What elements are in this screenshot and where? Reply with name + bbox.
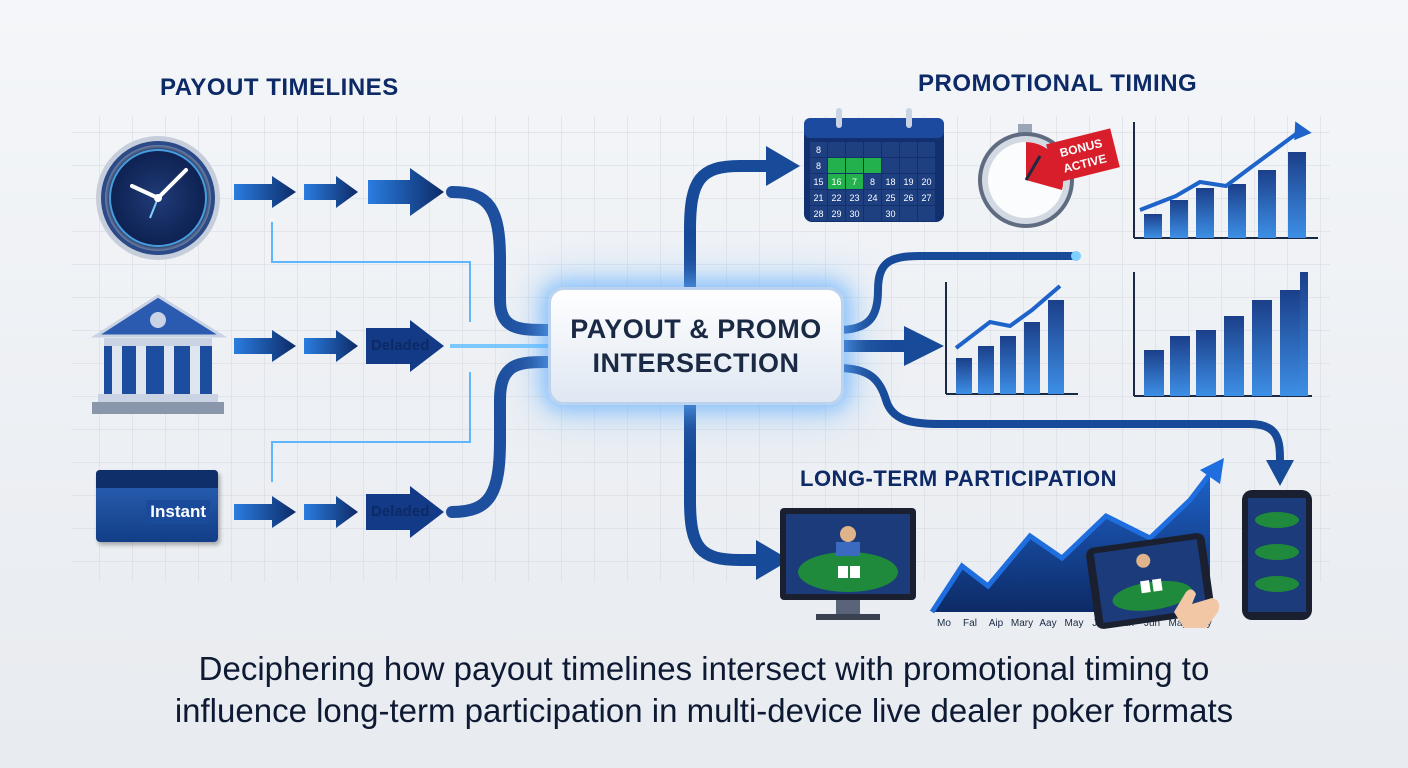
calendar-cell <box>864 142 881 157</box>
bank-icon <box>90 294 228 414</box>
calendar-day: 7 <box>852 177 857 187</box>
calendar-cell <box>810 206 827 221</box>
calendar-cell <box>918 158 935 173</box>
caption-line2: influence long-term participation in mul… <box>174 692 1234 729</box>
calendar-cell <box>900 206 917 221</box>
calendar-day: 15 <box>813 177 823 187</box>
calendar-cell <box>810 142 827 157</box>
calendar-cell <box>846 142 863 157</box>
month-label: Jun <box>1144 618 1160 629</box>
calendar-cell <box>810 174 827 189</box>
calendar-cell <box>810 190 827 205</box>
calendar-cell <box>882 206 899 221</box>
calendar-day: 8 <box>816 161 821 171</box>
row2-arrow-label: Deladed <box>371 337 430 354</box>
calendar-day: 24 <box>867 193 877 203</box>
flow-arrowheads <box>756 146 1294 580</box>
glow-dot <box>1071 251 1081 261</box>
calendar-day: 29 <box>831 209 841 219</box>
card-icon: Instant <box>96 470 218 542</box>
calendar-day: 20 <box>921 177 931 187</box>
calendar-day: 30 <box>849 209 859 219</box>
flow-lines-out <box>684 160 1284 566</box>
calendar-cell <box>846 174 863 189</box>
calendar-cell <box>864 174 881 189</box>
payout-timelines-heading: PAYOUT TIMELINES <box>160 74 399 101</box>
month-label: Mary <box>1011 618 1033 629</box>
calendar-day: 21 <box>813 193 823 203</box>
phone-icon <box>1242 490 1312 620</box>
long-term-participation-heading: LONG-TERM PARTICIPATION <box>800 466 1118 491</box>
calendar-day: 8 <box>816 145 821 155</box>
calendar-cell <box>918 206 935 221</box>
row1-arrows <box>234 168 444 216</box>
calendar-cell <box>864 190 881 205</box>
calendar-day: 16 <box>831 177 841 187</box>
calendar-cell <box>864 158 881 173</box>
hub-line2: INTERSECTION <box>592 348 800 378</box>
calendar-cell <box>846 158 863 173</box>
intersection-hub: PAYOUT & PROMO INTERSECTION <box>548 287 844 405</box>
calendar-icon: 8 8 15 16 7 8 18 19 20 21 22 23 24 25 26 27 28 29 30 30 <box>804 108 944 222</box>
calendar-cell <box>882 174 899 189</box>
calendar-cell <box>900 142 917 157</box>
card-text: Instant <box>146 500 210 524</box>
calendar-cell <box>828 206 845 221</box>
glow-connectors <box>271 222 548 482</box>
calendar-day: 27 <box>921 193 931 203</box>
calendar-cell <box>828 142 845 157</box>
calendar-cell <box>828 158 845 173</box>
tablet-icon <box>1086 533 1215 629</box>
calendar-cell <box>810 158 827 173</box>
calendar-day: 8 <box>870 177 875 187</box>
calendar-day: 26 <box>903 193 913 203</box>
month-label: May <box>1169 618 1188 629</box>
bonus-badge: BONUS ACTIVE <box>1046 128 1120 184</box>
calendar-cell <box>900 190 917 205</box>
calendar-day: 23 <box>849 193 859 203</box>
flow-lines-in <box>446 186 554 518</box>
row3-arrows <box>234 486 444 538</box>
hub-line1: PAYOUT & PROMO <box>570 314 822 344</box>
month-label: Fal <box>963 618 977 629</box>
calendar-cell <box>828 174 845 189</box>
calendar-cell <box>846 190 863 205</box>
promotional-timing-heading: PROMOTIONAL TIMING <box>918 70 1198 97</box>
calendar-cell <box>882 158 899 173</box>
calendar-day: 19 <box>903 177 913 187</box>
month-label: May <box>1065 618 1084 629</box>
calendar-cell <box>918 190 935 205</box>
calendar-day: 28 <box>813 209 823 219</box>
calendar-cell <box>846 206 863 221</box>
row2-arrows <box>234 320 444 372</box>
calendar-day: 30 <box>885 209 895 219</box>
hand-icon <box>1174 589 1220 628</box>
stopwatch-icon <box>978 124 1074 228</box>
caption: Deciphering how payout timelines interse… <box>0 648 1408 732</box>
bar-chart-mid-right <box>1133 272 1312 397</box>
calendar-day: 18 <box>885 177 895 187</box>
calendar-cell <box>918 174 935 189</box>
calendar-cell <box>900 158 917 173</box>
calendar-cell <box>864 206 881 221</box>
bar-chart-mid-left <box>945 282 1078 395</box>
calendar-cell <box>918 142 935 157</box>
calendar-cell <box>900 174 917 189</box>
month-label: Aip <box>989 618 1004 629</box>
row3-arrow-label: Deladed <box>371 503 430 520</box>
calendar-cell <box>882 190 899 205</box>
calendar-cell <box>828 190 845 205</box>
monitor-icon <box>780 508 916 620</box>
calendar-day: 22 <box>831 193 841 203</box>
calendar-cell <box>882 142 899 157</box>
clock-icon <box>96 136 220 260</box>
caption-line1: Deciphering how payout timelines interse… <box>198 650 1210 687</box>
month-label: Mo <box>937 618 951 629</box>
month-label: Aay <box>1039 618 1056 629</box>
bar-chart-top <box>1133 121 1318 239</box>
calendar-day: 25 <box>885 193 895 203</box>
